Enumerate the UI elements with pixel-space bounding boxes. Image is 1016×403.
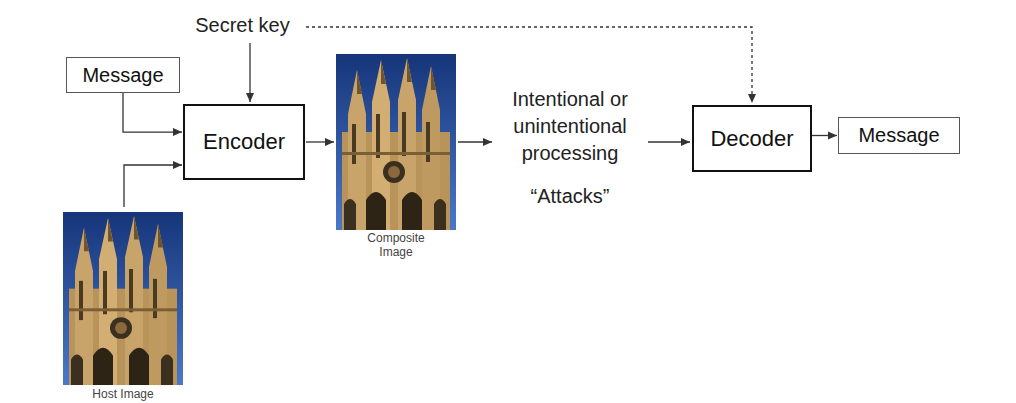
composite-output-arrow (458, 141, 492, 142)
box-text: Message (82, 64, 163, 87)
host-image-wire (124, 165, 182, 207)
image-caption: Composite Image (360, 231, 432, 260)
processing-output-arrow (648, 141, 690, 142)
message-box: Message (838, 117, 960, 154)
composite-image (336, 54, 456, 230)
encoder-output-arrow (306, 141, 334, 142)
secret-key-arrow (249, 43, 250, 102)
processing-label: Intentional or unintentional processing (485, 86, 655, 167)
arrow-connector (123, 93, 182, 132)
decoder-box: Decoder (692, 105, 812, 172)
secret-key-label: Secret key (175, 13, 310, 37)
box-text: Encoder (203, 129, 285, 155)
image-caption: Host Image (63, 387, 183, 401)
encoder-box: Encoder (183, 104, 305, 180)
arrow-connector (812, 135, 837, 136)
message-box: Message (66, 57, 180, 93)
box-text: Message (858, 124, 939, 147)
attacks-label: “Attacks” (485, 184, 655, 208)
host-image (63, 212, 183, 385)
box-text: Decoder (710, 126, 793, 152)
